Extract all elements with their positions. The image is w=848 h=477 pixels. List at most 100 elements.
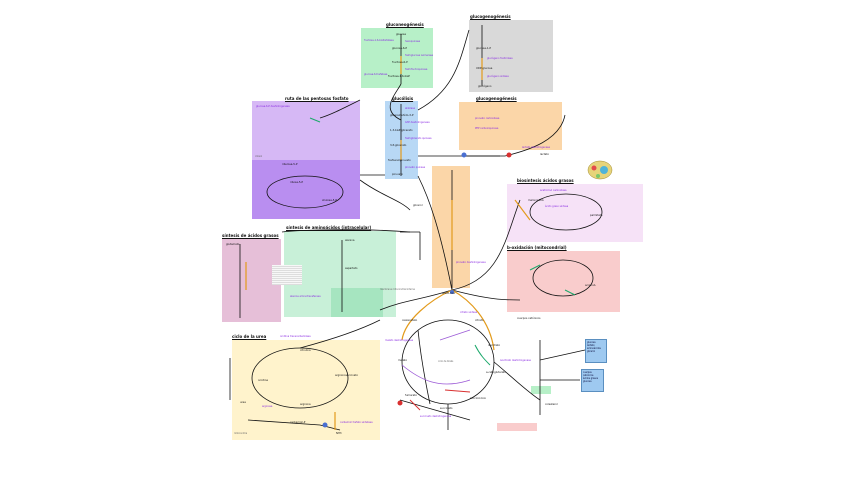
- panel-title-glycogenolysis: glucogenogénesis: [476, 96, 517, 101]
- enz-pc: piruvato carboxilasa: [475, 117, 500, 120]
- mol-f16bp: fructosa-1,6-bisP: [388, 75, 410, 78]
- connector-5: [417, 175, 453, 291]
- enz-pdh: piruvato deshidrogenasa: [456, 261, 486, 264]
- enz-ldh: lactato deshidrogenasa: [522, 146, 551, 149]
- node-blue-3: [450, 290, 454, 294]
- mol-akg: a-cetoglutarato: [486, 371, 507, 374]
- panel-glycogenolysis: [459, 102, 562, 150]
- enz-pk: piruvato quinasa: [405, 166, 426, 169]
- mol-glycerol: glicerol: [413, 204, 423, 207]
- info-box-2-line: cetónicos: [583, 374, 594, 377]
- mol-argsucc: argininosuccinato: [335, 374, 358, 377]
- enz-cps: carbamoil fosfato sintetasa: [340, 421, 373, 424]
- note-membrane: membrana mitocondrial interna: [380, 288, 415, 291]
- enz-mdh: malato deshidrogenasa: [385, 339, 414, 342]
- panel-glycogenesis: [469, 20, 553, 92]
- info-box-1-line: glucosa: [587, 341, 596, 344]
- mol-glucose: glucosa: [396, 33, 406, 36]
- mol-pyruvate: piruvato: [392, 173, 403, 176]
- mol-carbamoylp: carbamoil-P: [290, 421, 306, 424]
- panel-title-pentose: ruta de las pentosas fosfato: [285, 96, 349, 101]
- mol-udpglc: UDP-glucosa: [476, 67, 493, 70]
- mol-ornithine: ornitina: [258, 379, 268, 382]
- info-box-2-line: cuerpos: [583, 371, 592, 374]
- enz-idh: isocitrato deshidrogenasa: [500, 359, 531, 362]
- info-box-1: glucosa lactato aminoácidos glicerol: [585, 339, 607, 363]
- connector-15: [493, 361, 541, 401]
- enz-sdh: succinato deshidrogenasa: [420, 415, 452, 418]
- orange-flux-7: [514, 199, 531, 221]
- enz-fbpase: fructosa-1,6-bisfosfatasa: [364, 39, 394, 42]
- mol-glutamate: glutamato: [226, 243, 240, 246]
- mol-malonylcoa: malonil-CoA: [528, 199, 544, 202]
- pentose-cycle: [266, 175, 344, 209]
- panel-title-amino-acids: síntesis de aminoácidos (intracelular): [286, 225, 372, 230]
- panel-title-glycolysis: glucólisis: [392, 96, 414, 101]
- mol-ketone: cuerpos cetónicos: [517, 317, 541, 320]
- purple-flux-2: [439, 329, 471, 341]
- panel-orange-column: [432, 166, 470, 288]
- mol-citrate: citrato: [475, 319, 484, 322]
- info-box-2-line: glucosa: [583, 380, 592, 383]
- mol-urea: urea: [240, 401, 246, 404]
- mol-ammonia: NH3: [336, 432, 342, 435]
- enz-ald: aldolasa: [405, 107, 415, 110]
- panel-title-glycogenesis: glucogenogénesis: [470, 14, 511, 19]
- enz-pgk: fosfoglicerato quinasa: [405, 137, 432, 140]
- cell-icon: [587, 160, 613, 180]
- note-mito: mitocondria: [234, 432, 248, 435]
- info-box-1-line: glicerol: [587, 350, 595, 353]
- enz-g6pd: glucosa-6-P deshidrogenasa: [256, 105, 290, 108]
- mol-citrulline: citrulina: [300, 349, 311, 352]
- enz-arginase: arginasa: [262, 405, 273, 408]
- small-pink-box: [497, 423, 537, 431]
- connector-2: [417, 29, 470, 111]
- mol-xylulose5p: xilulosa-5-P: [322, 199, 337, 202]
- panel-gluconeogenesis: [361, 28, 433, 88]
- green-flux-3: [529, 264, 541, 271]
- node-red-2: [397, 400, 403, 406]
- enz-pepck: PEP carboxiquinasa: [475, 127, 499, 130]
- mol-oxaloacetate: oxalacetato: [402, 319, 418, 322]
- red-flux-1: [444, 389, 471, 393]
- mol-aspartate: aspartato: [345, 267, 358, 270]
- panel-fatty-acids: [222, 239, 281, 322]
- connector-16: [399, 399, 471, 430]
- connector-19: [417, 329, 431, 405]
- note-krebs: ciclo de Krebs: [438, 360, 454, 363]
- connector-8: [379, 289, 453, 311]
- connector-13: [359, 174, 411, 211]
- green-flux-4: [564, 289, 576, 296]
- connector-1: [389, 83, 402, 121]
- hatched-region: [272, 265, 302, 285]
- mol-acetylcoa: acetil-CoA: [442, 292, 456, 295]
- green-flux-2: [474, 344, 491, 366]
- mol-ribulose5p: ribulosa-5-P: [282, 163, 298, 166]
- enz-gs: glucógeno sintasa: [487, 75, 509, 78]
- panel-title-fatty-acid-synthesis: biosíntesis ácidos grasos: [517, 178, 574, 183]
- node-blue-1: [461, 152, 467, 158]
- enz-alt: alanina aminotransferasa: [290, 295, 321, 298]
- mol-pep: fosfoenolpiruvato: [388, 159, 411, 162]
- info-box-1-line: lactato: [587, 344, 595, 347]
- panel-title-urea-cycle: ciclo de la urea: [232, 334, 267, 339]
- node-blue-2: [322, 422, 328, 428]
- mol-acylcoa: acil-CoA: [585, 284, 596, 287]
- enz-hk: hexoquinasa: [405, 40, 421, 43]
- panel-title-fatty-acids: síntesis de ácidos grasos: [222, 233, 279, 238]
- enz-pgi: fosfoglucosa isomerasa: [405, 54, 434, 57]
- enz-fas: ácido graso sintasa: [545, 205, 569, 208]
- orange-flux-5: [451, 289, 495, 351]
- connector-6: [451, 199, 521, 291]
- mol-g6p: glucosa-6-P: [392, 47, 408, 50]
- mol-fumarate: fumarato: [405, 394, 417, 397]
- connector-14: [539, 340, 586, 415]
- beta-ox-cycle: [532, 259, 594, 297]
- urea-cycle-ring: [251, 347, 349, 409]
- connector-9: [400, 231, 421, 260]
- mol-succinate: succinato: [440, 407, 453, 410]
- enz-otc: ornitina transcarbamilasa: [280, 335, 311, 338]
- connector-18: [299, 319, 381, 349]
